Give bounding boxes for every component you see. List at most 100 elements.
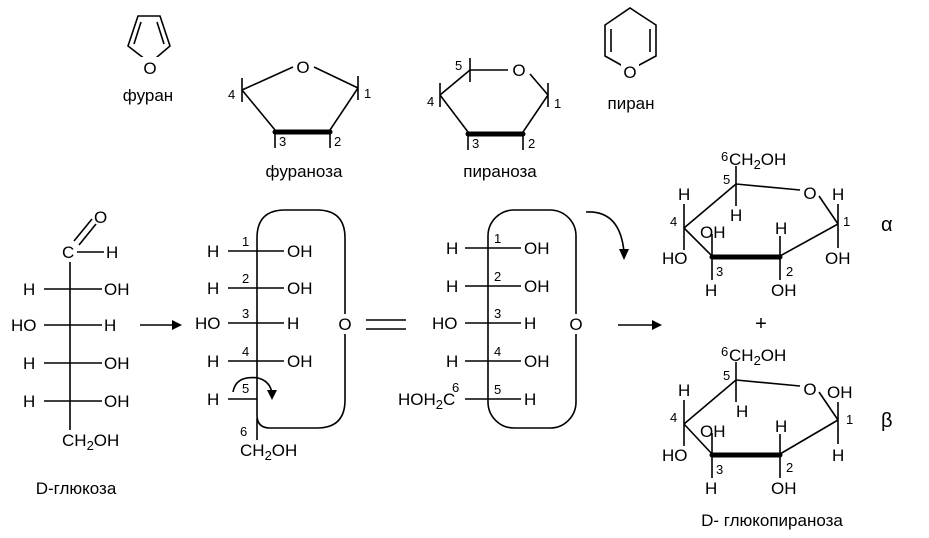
num-6: 6 [240, 424, 247, 439]
furan-structure: O [127, 15, 171, 78]
c6-number: 6 [721, 344, 728, 359]
pyranose-structure: O 5 4 1 3 2 [427, 58, 561, 151]
alpha-glucopyranose: O 6 CH2OH H 5 H HO 4 OH H 3 H OH 2 H OH … [662, 149, 851, 300]
c3-h: H [524, 314, 536, 333]
furanose-caption: фураноза [266, 162, 343, 181]
c2-number: 2 [786, 264, 793, 279]
c3-h: H [287, 314, 299, 333]
c2-right: OH [104, 280, 130, 299]
c1-oh: OH [287, 242, 313, 261]
c5-h: H [207, 390, 219, 409]
c2-oh: OH [287, 279, 313, 298]
furanose-structure: O 4 1 3 2 [228, 58, 371, 149]
aldehyde-oxygen: O [94, 208, 107, 227]
c1-h: H [207, 242, 219, 261]
furanose-number-1: 1 [364, 86, 371, 101]
c1-number: 1 [843, 214, 850, 229]
c2-h: H [207, 279, 219, 298]
ring-oxygen: O [338, 315, 351, 334]
c3-number: 3 [716, 462, 723, 477]
aldehyde-carbon: C [62, 243, 74, 262]
c1-h: H [832, 185, 844, 204]
c5-number: 5 [723, 172, 730, 187]
alpha-label: α [881, 214, 893, 236]
furan-oxygen: O [143, 59, 156, 78]
c2-left: H [23, 280, 35, 299]
num-6: 6 [452, 380, 459, 395]
beta-label: β [881, 410, 893, 432]
num-4: 4 [494, 344, 501, 359]
c3-left: HO [11, 316, 37, 335]
c4-h: H [678, 185, 690, 204]
beta-glucopyranose: O 6 CH2OH H 5 H HO 4 OH H 3 H OH 2 OH H … [662, 344, 853, 498]
c5-h: H [736, 402, 748, 421]
c3-ho: HO [432, 314, 458, 333]
curved-arrow [585, 211, 629, 260]
ring-oxygen: O [569, 315, 582, 334]
c6-group: CH2OH [62, 431, 119, 453]
furanose-number-3: 3 [279, 134, 286, 149]
c3-h: H [705, 281, 717, 300]
c4-oh: OH [524, 352, 550, 371]
c2-oh: OH [771, 281, 797, 300]
c4-h: H [446, 352, 458, 371]
c1-number: 1 [846, 412, 853, 427]
pyranose-number-3: 3 [472, 136, 479, 151]
num-5: 5 [242, 381, 249, 396]
num-1: 1 [242, 234, 249, 249]
aldehyde-hydrogen: H [106, 243, 118, 262]
c2-h: H [775, 417, 787, 436]
c4-h: H [678, 381, 690, 400]
c1-oh: OH [827, 383, 853, 402]
c5-right: OH [104, 392, 130, 411]
num-3: 3 [494, 306, 501, 321]
ring-oxygen: O [803, 184, 816, 203]
c6-ch2oh: CH2OH [729, 150, 786, 172]
c5-h: H [730, 206, 742, 225]
c2-oh: OH [524, 277, 550, 296]
pyran-oxygen: O [623, 63, 636, 82]
c3-oh: OH [700, 422, 726, 441]
c4-oh: OH [287, 352, 313, 371]
pyranose-number-5: 5 [455, 58, 462, 73]
c1-oh: OH [524, 239, 550, 258]
pyran-structure: O [604, 7, 657, 82]
furanose-oxygen: O [296, 58, 309, 77]
equivalence-sign [366, 319, 406, 330]
c4-number: 4 [670, 410, 677, 425]
d-glucose-fischer: O C H H OH HO H H OH H OH CH2OH [11, 208, 130, 453]
pyranose-oxygen: O [512, 61, 525, 80]
c2-oh: OH [771, 479, 797, 498]
num-3: 3 [242, 306, 249, 321]
pyranose-number-1: 1 [554, 96, 561, 111]
furanose-number-2: 2 [334, 134, 341, 149]
c6-ch2oh: CH2OH [240, 441, 297, 463]
c3-ho: HO [195, 314, 221, 333]
fischer-cyclic-2: H OH H OH HO H H OH HOH2C H 1 2 3 4 5 6 … [398, 209, 585, 429]
c4-left: H [23, 354, 35, 373]
c5-hoh2c: HOH2C [398, 390, 455, 412]
c3-right: H [104, 316, 116, 335]
c5-h: H [524, 390, 536, 409]
plus-sign: + [755, 313, 767, 335]
c3-h: H [705, 479, 717, 498]
c1-h: H [832, 446, 844, 465]
furanose-number-4: 4 [228, 87, 235, 102]
c3-number: 3 [716, 264, 723, 279]
c2-h: H [775, 219, 787, 238]
d-glucopyranose-caption: D- глюкопираноза [701, 511, 843, 530]
c4-h: H [207, 352, 219, 371]
c5-left: H [23, 392, 35, 411]
pyranose-caption: пираноза [463, 162, 537, 181]
c4-number: 4 [670, 214, 677, 229]
c6-ch2oh: CH2OH [729, 346, 786, 368]
c4-ho: HO [662, 249, 688, 268]
c1-h: H [446, 239, 458, 258]
reaction-arrow-2 [618, 320, 662, 330]
num-2: 2 [494, 269, 501, 284]
c1-oh: OH [825, 249, 851, 268]
c4-right: OH [104, 354, 130, 373]
c2-number: 2 [786, 460, 793, 475]
reaction-arrow-1 [140, 320, 182, 330]
pyranose-number-4: 4 [427, 94, 434, 109]
